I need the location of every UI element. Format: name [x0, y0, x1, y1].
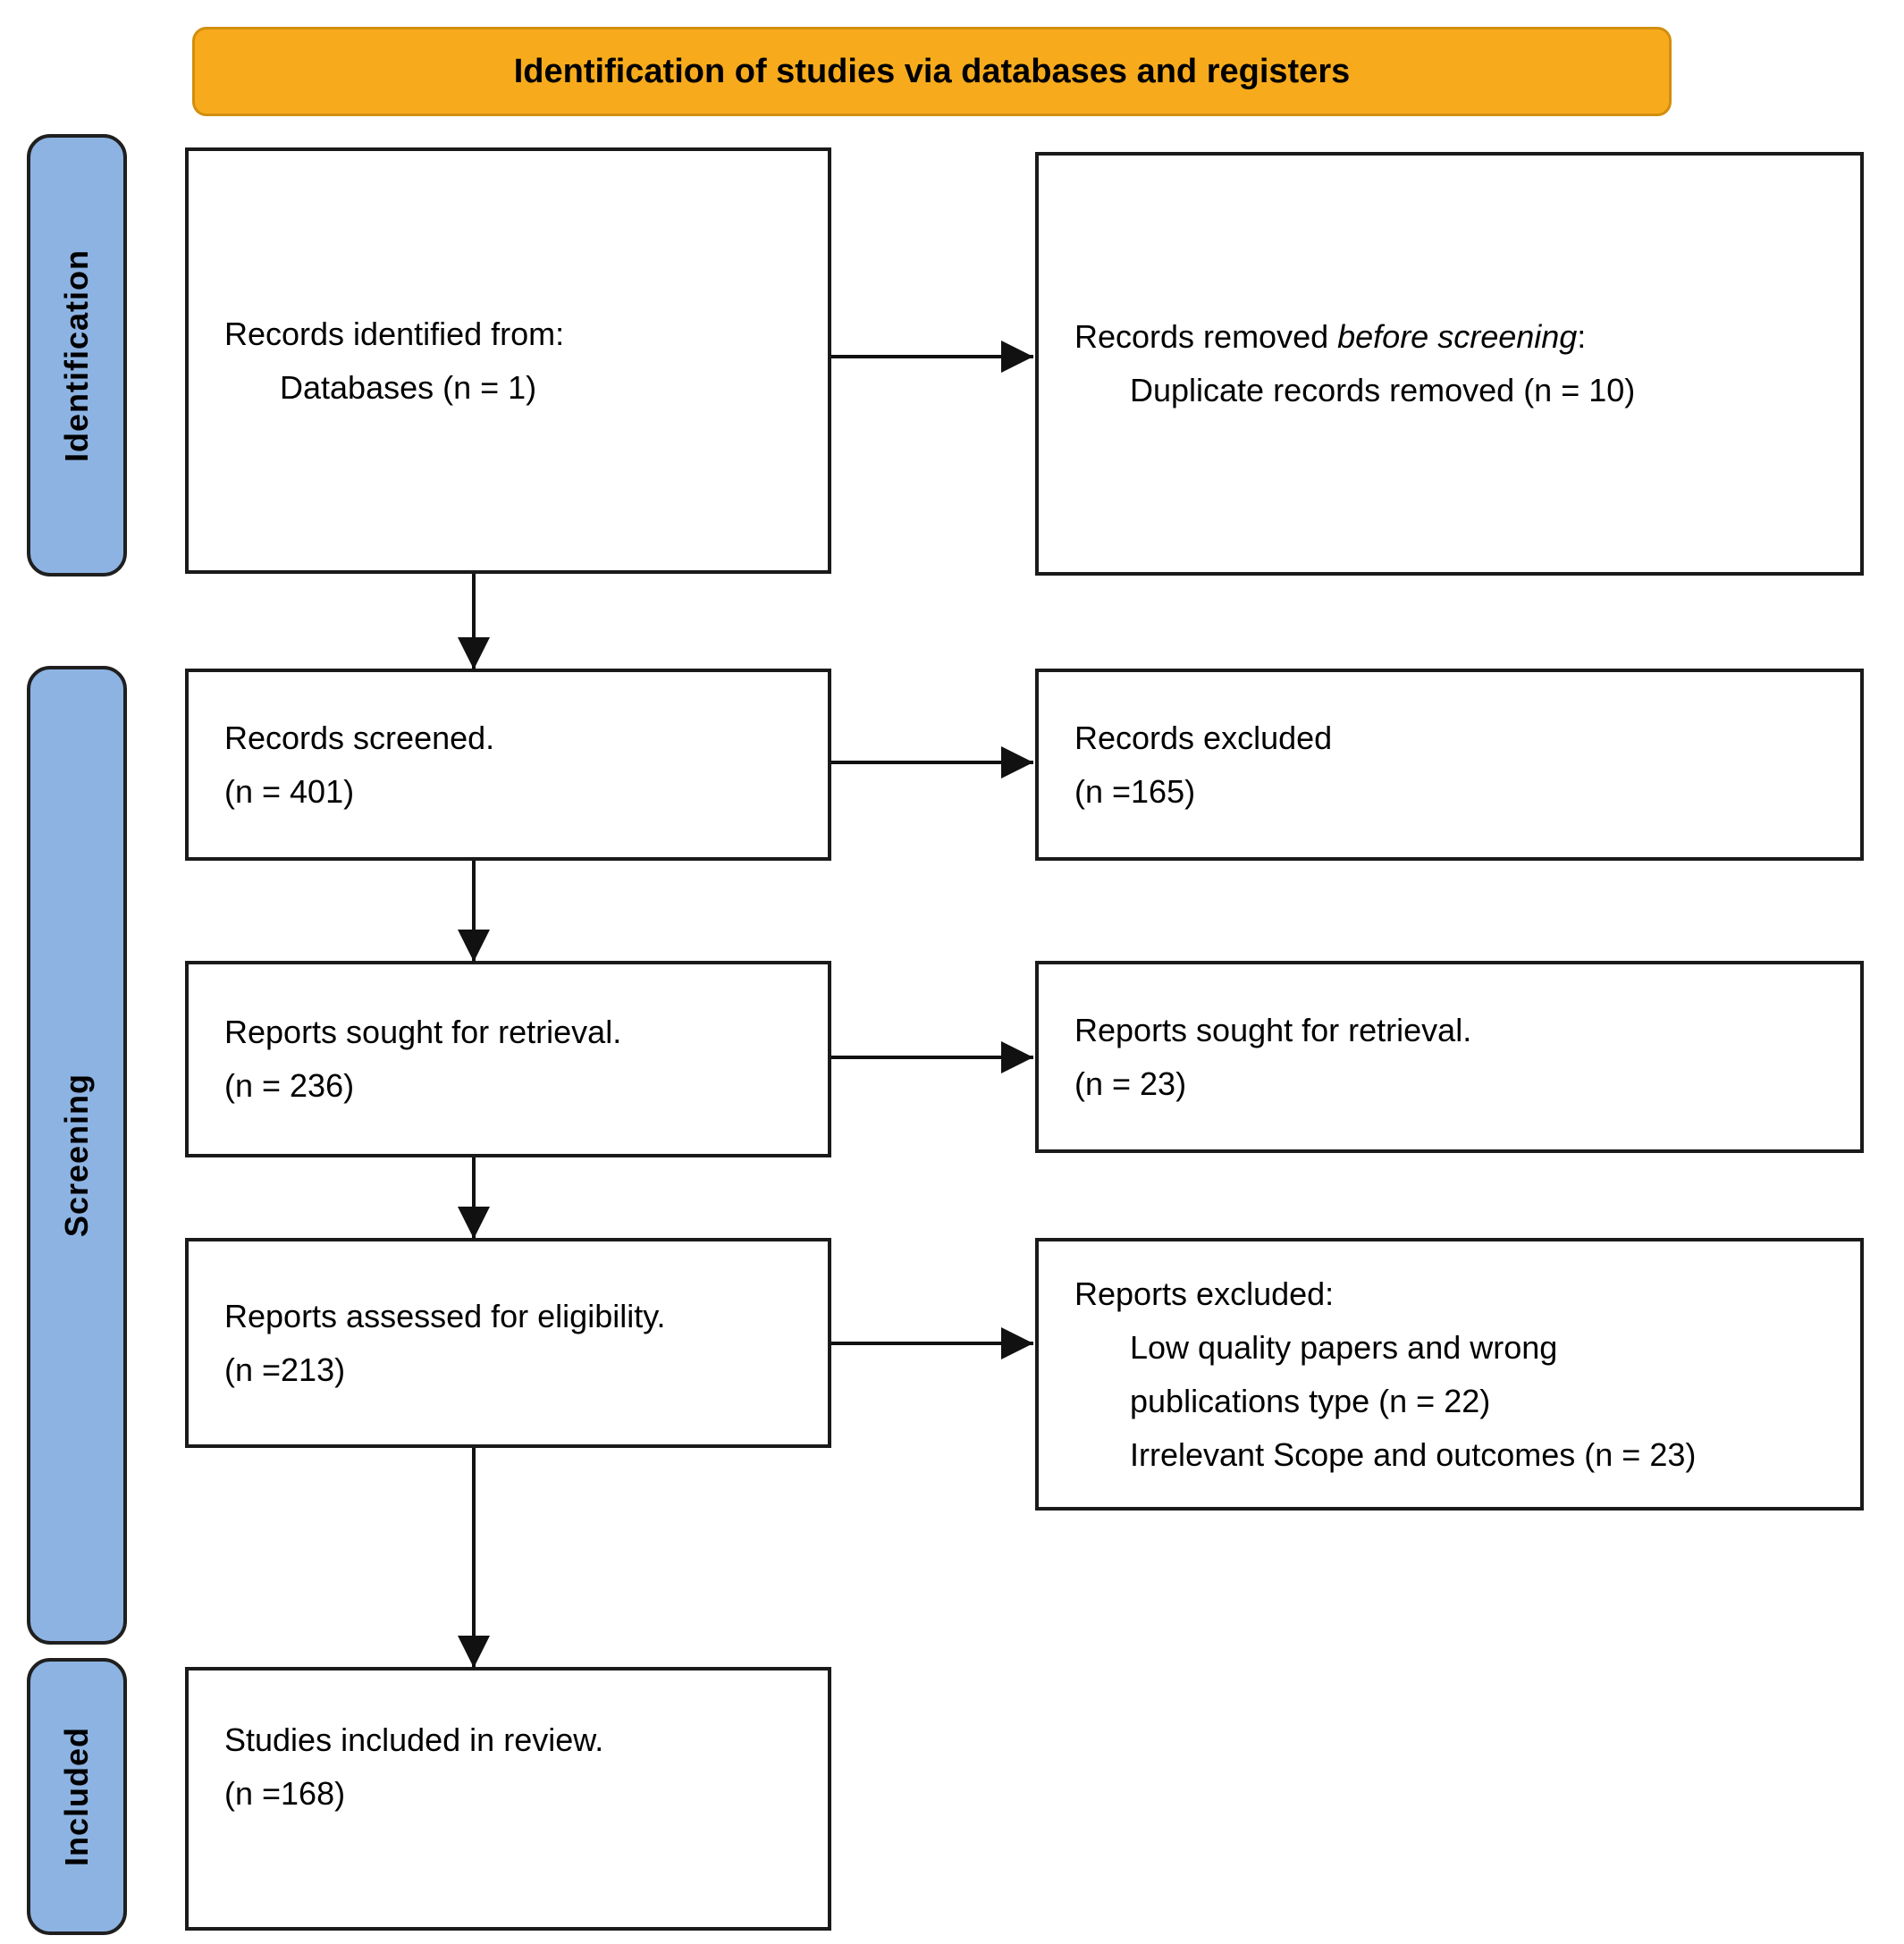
box-reports-assessed: Reports assessed for eligibility. (n =213… [185, 1238, 831, 1448]
box-text-line: Records screened. [224, 719, 495, 756]
box-text-line: Records identified from: [224, 315, 565, 352]
box-reports-sought: Reports sought for retrieval. (n = 236) [185, 961, 831, 1157]
box-text-line: Reports excluded: [1074, 1275, 1335, 1312]
box-records-excluded: Records excluded (n =165) [1035, 669, 1864, 861]
diagram-title: Identification of studies via databases … [513, 52, 1351, 90]
box-text-line: Databases (n = 1) [280, 368, 537, 406]
box-text-line: (n = 401) [224, 772, 355, 810]
stage-identification: Identification [27, 134, 127, 576]
box-text-line: (n = 236) [224, 1067, 355, 1104]
box-reports-excluded: Reports excluded: Low quality papers and … [1035, 1238, 1864, 1511]
arrow-identified-to-screened-icon [472, 574, 476, 669]
box-text-line: Irrelevant Scope and outcomes (n = 23) [1130, 1435, 1697, 1473]
arrow-assessed-to-excluded-icon [831, 1342, 1033, 1345]
box-text-line: publications type (n = 22) [1130, 1382, 1491, 1419]
arrow-assessed-to-included-icon [472, 1448, 476, 1668]
arrow-screened-to-excluded-icon [831, 761, 1033, 764]
box-studies-included: Studies included in review. (n =168) [185, 1667, 831, 1931]
arrow-identified-to-removed-icon [831, 355, 1033, 358]
box-records-identified: Records identified from: Databases (n = 1… [185, 147, 831, 574]
box-text-line: (n =168) [224, 1775, 346, 1812]
box-text-line: Studies included in review. [224, 1721, 604, 1758]
box-reports-sought-right: Reports sought for retrieval. (n = 23) [1035, 961, 1864, 1153]
stage-included-label: Included [58, 1726, 95, 1866]
box-text-line: Records excluded [1074, 719, 1333, 756]
box-text-line: Duplicate records removed (n = 10) [1130, 372, 1636, 408]
stage-identification-label: Identification [58, 248, 95, 462]
box-records-removed: Records removed before screening: Duplica… [1035, 152, 1864, 576]
box-text-line: (n =213) [224, 1351, 346, 1388]
stage-screening: Screening [27, 666, 127, 1645]
diagram-title-banner: Identification of studies via databases … [192, 27, 1672, 116]
stage-screening-label: Screening [58, 1073, 95, 1238]
arrow-sought-to-sought-right-icon [831, 1056, 1033, 1059]
box-text-line: Reports assessed for eligibility. [224, 1297, 666, 1334]
arrow-sought-to-assessed-icon [472, 1157, 476, 1239]
box-text-line: (n =165) [1074, 772, 1196, 810]
box-text-line: Records removed before screening: [1074, 318, 1587, 355]
box-text-line: Reports sought for retrieval. [224, 1014, 622, 1050]
stage-included: Included [27, 1658, 127, 1935]
box-records-screened: Records screened. (n = 401) [185, 669, 831, 861]
arrow-screened-to-sought-icon [472, 861, 476, 962]
box-text-line: (n = 23) [1074, 1065, 1187, 1102]
box-text-line: Reports sought for retrieval. [1074, 1011, 1472, 1048]
box-text-line: Low quality papers and wrong [1130, 1328, 1558, 1366]
